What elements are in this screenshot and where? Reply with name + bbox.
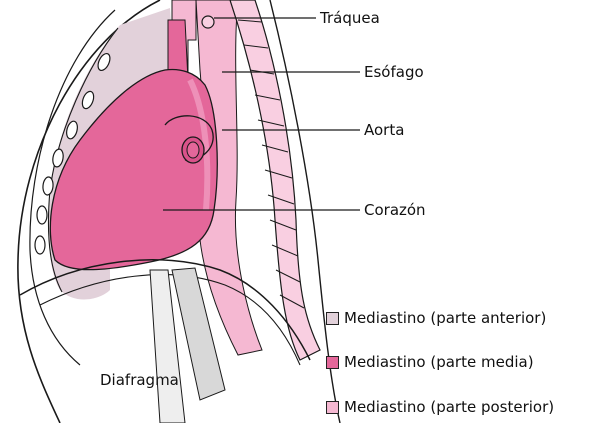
legend-label-posterior: Mediastino (parte posterior): [344, 398, 554, 416]
label-heart: Corazón: [364, 201, 426, 219]
legend-label-anterior: Mediastino (parte anterior): [344, 309, 546, 327]
legend-item-posterior: Mediastino (parte posterior): [326, 397, 554, 417]
label-diaphragm: Diafragma: [100, 371, 179, 389]
legend-label-middle: Mediastino (parte media): [344, 353, 534, 371]
legend-item-middle: Mediastino (parte media): [326, 352, 534, 372]
legend-swatch-middle: [326, 356, 339, 369]
legend-item-anterior: Mediastino (parte anterior): [326, 308, 546, 328]
trachea-ring: [202, 16, 214, 28]
aorta-lumen: [187, 142, 199, 158]
label-trachea: Tráquea: [320, 9, 380, 27]
legend-swatch-anterior: [326, 312, 339, 325]
label-esophagus: Esófago: [364, 63, 424, 81]
label-aorta: Aorta: [364, 121, 404, 139]
legend-swatch-posterior: [326, 401, 339, 414]
